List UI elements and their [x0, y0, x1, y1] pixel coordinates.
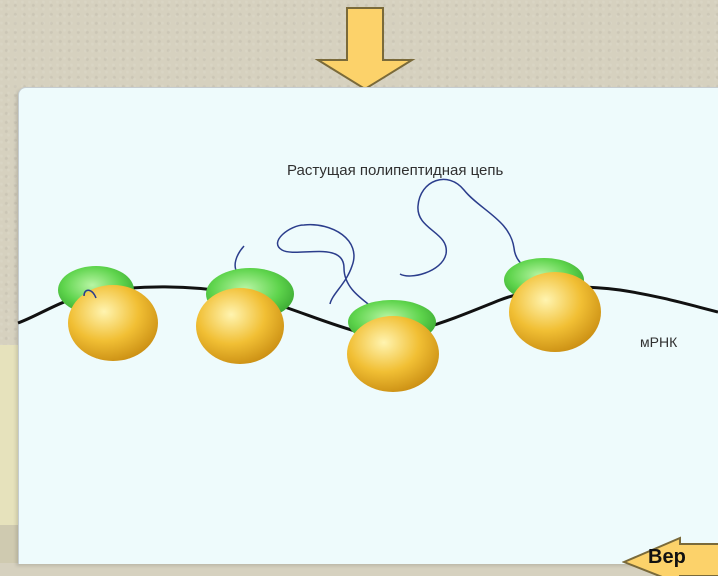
peptide-chain-3 — [276, 223, 389, 323]
ribosome-2 — [196, 268, 294, 364]
ribosome-1 — [58, 266, 158, 361]
side-strip — [0, 345, 18, 563]
large-subunit — [68, 285, 158, 361]
back-button[interactable]: Вер — [622, 536, 718, 576]
growing-chain-label: Растущая полипептидная цепь — [287, 162, 504, 179]
ribosome-3 — [347, 300, 439, 392]
arrow-down-icon[interactable] — [313, 6, 417, 92]
ribosome-4 — [504, 258, 601, 352]
large-subunit — [347, 316, 439, 392]
mrna-label: мРНК — [640, 334, 678, 350]
side-strip-lower — [0, 525, 18, 563]
back-button-label: Вер — [648, 546, 686, 568]
large-subunit — [196, 288, 284, 364]
large-subunit — [509, 272, 601, 352]
translation-diagram — [17, 178, 718, 392]
peptide-chain-4 — [399, 178, 547, 291]
